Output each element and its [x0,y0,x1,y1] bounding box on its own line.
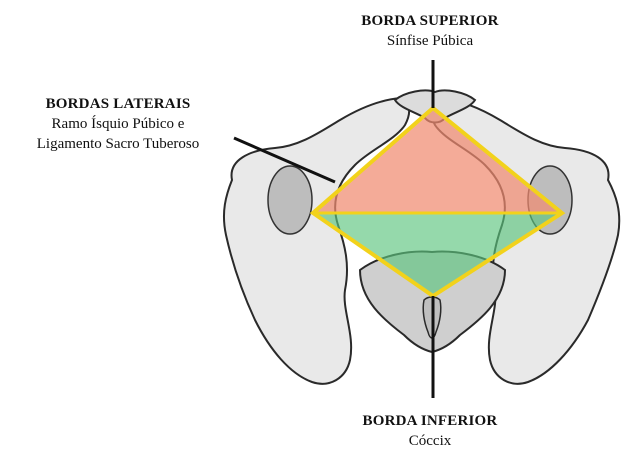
superior-border-title: BORDA SUPERIOR [330,11,530,31]
left-obturator-foramen [268,166,312,234]
inferior-border-subtitle: Cóccix [330,431,530,451]
label-superior-border: BORDA SUPERIOR Sínfise Púbica [330,11,530,51]
label-lateral-borders: BORDAS LATERAIS Ramo Ísquio Púbico e Lig… [0,94,236,154]
lateral-borders-line1: Ramo Ísquio Púbico e [0,114,236,134]
lateral-borders-line2: Ligamento Sacro Tuberoso [0,134,236,154]
lateral-borders-title: BORDAS LATERAIS [0,94,236,114]
superior-border-subtitle: Sínfise Púbica [330,31,530,51]
label-inferior-border: BORDA INFERIOR Cóccix [330,411,530,451]
inferior-border-title: BORDA INFERIOR [330,411,530,431]
